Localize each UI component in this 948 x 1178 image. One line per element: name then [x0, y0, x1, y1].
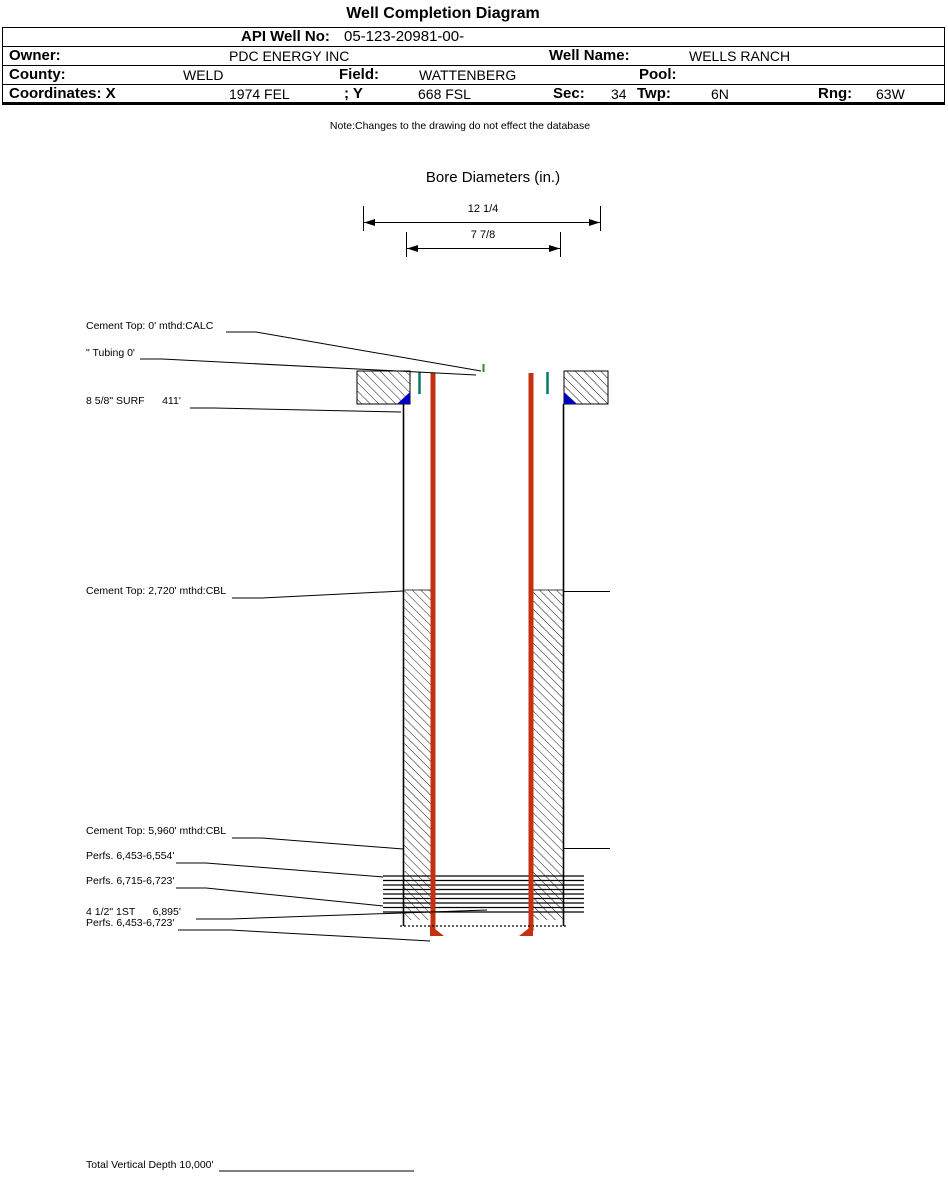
outer-bore-diameter-label: 12 1/4	[467, 203, 499, 215]
annotation-cement-top-5960: Cement Top: 5,960' mthd:CBL	[86, 825, 227, 837]
api-well-no-label: API Well No:	[241, 28, 330, 45]
well-header-table: API Well No: 05-123-20981-00- Owner: PDC…	[2, 27, 945, 105]
bore-dimension-arrows	[363, 206, 601, 257]
coordinates-y-label: ; Y	[344, 85, 363, 102]
table-row-divider	[3, 84, 944, 85]
well-name-value: WELLS RANCH	[689, 48, 791, 64]
annotation-perfs-upper: Perfs. 6,453-6,554'	[86, 850, 175, 862]
rng-label: Rng:	[818, 85, 853, 102]
field-value: WATTENBERG	[419, 67, 517, 83]
county-value: WELD	[183, 67, 224, 83]
annotation-total-vertical-depth: Total Vertical Depth 10,000'	[86, 1159, 214, 1171]
bore-diameters-title: Bore Diameters (in.)	[425, 169, 561, 186]
annotation-perfs-lower: Perfs. 6,715-6,723'	[86, 875, 175, 887]
twp-label: Twp:	[637, 85, 671, 102]
sec-value: 34	[611, 86, 627, 102]
annotation-cement-top-2720: Cement Top: 2,720' mthd:CBL	[86, 585, 227, 597]
wellbore-casing-lines	[402, 404, 565, 926]
table-row-divider	[3, 65, 944, 66]
annotation-tubing: " Tubing 0'	[86, 347, 135, 359]
surface-casing-shoe-markers	[397, 392, 577, 404]
county-label: County:	[9, 66, 66, 83]
hanger-marker-ticks	[418, 364, 549, 394]
owner-value: PDC ENERGY INC	[229, 48, 350, 64]
cement-columns	[404, 589, 563, 920]
api-well-no-value: 05-123-20981-00-	[344, 28, 465, 45]
coordinates-label: Coordinates: X	[9, 85, 116, 102]
pool-label: Pool:	[639, 66, 677, 83]
surface-cement-blocks	[356, 370, 609, 405]
inner-bore-diameter-label: 7 7/8	[470, 229, 496, 241]
annotation-perfs-summary: Perfs. 6,453-6,723'	[86, 917, 175, 929]
well-name-label: Well Name:	[549, 47, 630, 64]
annotation-production-casing: 4 1/2" 1ST 6,895'	[86, 906, 181, 918]
page-title: Well Completion Diagram	[346, 5, 540, 22]
casing-bottom	[400, 925, 567, 936]
twp-value: 6N	[711, 86, 729, 102]
annotation-leader-lines	[140, 331, 488, 1172]
annotation-surface-casing: 8 5/8" SURF 411'	[86, 395, 181, 407]
rng-value: 63W	[876, 86, 905, 102]
coordinates-x-value: 1974 FEL	[229, 86, 290, 102]
sec-label: Sec:	[553, 85, 585, 102]
owner-label: Owner:	[9, 47, 61, 64]
perforation-lines	[383, 875, 584, 913]
annotation-cement-top-surface: Cement Top: 0' mthd:CALC	[86, 320, 214, 332]
coordinates-y-value: 668 FSL	[418, 86, 471, 102]
table-row-divider	[3, 46, 944, 47]
field-label: Field:	[339, 66, 379, 83]
database-note: Note:Changes to the drawing do not effec…	[329, 120, 591, 132]
cement-top-marker-lines	[563, 591, 610, 849]
tubing-strings	[430, 373, 534, 931]
